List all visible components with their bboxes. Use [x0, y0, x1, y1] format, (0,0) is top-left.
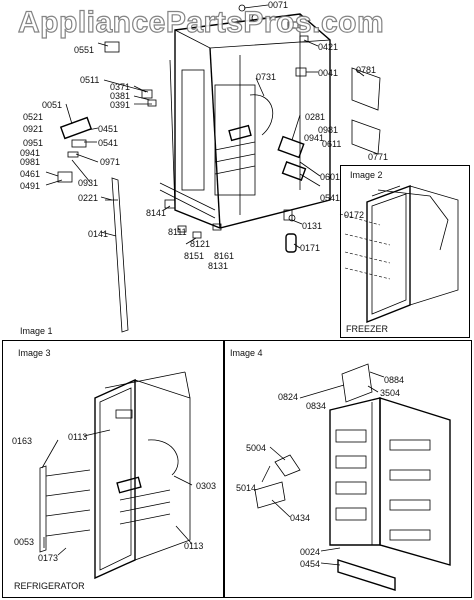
part-label: 0281 [305, 112, 326, 122]
part-label: 0491 [20, 181, 41, 191]
part-label: 0171 [300, 243, 321, 253]
part-label: 0834 [306, 401, 327, 411]
image2-frame [340, 165, 470, 338]
bottom-hardware-drawing [164, 199, 297, 253]
part-label: 0981 [318, 125, 339, 135]
part-label: 0541 [320, 193, 341, 203]
cabinet-body-drawing [159, 13, 331, 229]
part-label: 0601 [320, 172, 341, 182]
part-label: 0971 [100, 157, 121, 167]
part-label: 0173 [38, 553, 59, 563]
part-label: 8151 [184, 251, 205, 261]
part-label: 0421 [318, 42, 339, 52]
part-label: 0771 [368, 152, 389, 162]
part-label: 0303 [196, 481, 217, 491]
image1-caption: Image 1 [20, 326, 53, 336]
refrigerator-side-panel-drawing [39, 465, 91, 553]
left-side-panel-drawing [105, 177, 129, 333]
part-label: 0521 [23, 112, 44, 122]
part-label: 8141 [146, 208, 167, 218]
part-label: 5014 [236, 483, 257, 493]
part-label: 0611 [322, 139, 342, 149]
part-label: 8131 [208, 261, 229, 271]
part-label: 0781 [356, 65, 377, 75]
freezer-section-label: FREEZER [346, 324, 389, 334]
part-label: 0071 [268, 0, 289, 10]
part-label: 0511 [80, 75, 100, 85]
part-label: 0731 [256, 72, 277, 82]
part-label: 0113 [184, 541, 204, 551]
part-label: 0461 [20, 169, 41, 179]
freezer-door-drawing [339, 184, 459, 324]
part-label: 8111 [168, 227, 187, 237]
part-label: 0163 [12, 436, 33, 446]
image3-leader-lines [41, 429, 193, 556]
part-label: 0371 [110, 82, 131, 92]
image3-caption: Image 3 [18, 348, 51, 358]
image4-caption: Image 4 [230, 348, 263, 358]
part-label: 0051 [42, 100, 63, 110]
image1-leader-lines [45, 4, 365, 249]
refrigerator-section-label: REFRIGERATOR [14, 581, 85, 591]
part-label: 0454 [300, 559, 321, 569]
refrigerator-door-drawing [94, 371, 191, 580]
part-label: 0172 [344, 210, 365, 220]
part-label: 0053 [14, 537, 35, 547]
part-label: 0024 [300, 547, 321, 557]
part-label: 0981 [20, 157, 41, 167]
part-label: 0951 [23, 138, 44, 148]
image3-frame [2, 340, 224, 598]
part-label: 0131 [302, 221, 323, 231]
side-by-side-fridge-drawing [254, 363, 451, 591]
part-label: 0921 [23, 124, 44, 134]
watermark-text: AppliancePartsPros.com [17, 5, 385, 39]
part-label: 0824 [278, 392, 299, 402]
top-hardware-drawing [238, 4, 381, 181]
part-label: 8161 [214, 251, 235, 261]
part-label: 0884 [384, 375, 405, 385]
part-label: 0931 [78, 178, 99, 188]
part-label: 0551 [74, 45, 95, 55]
image4-frame [224, 340, 472, 598]
part-label: 8121 [190, 239, 211, 249]
part-label: 0451 [98, 124, 119, 134]
image2-caption: Image 2 [350, 170, 383, 180]
part-label: 0541 [98, 138, 119, 148]
part-label: 0941 [304, 133, 325, 143]
image4-leader-lines [261, 371, 385, 566]
part-label: 3504 [380, 388, 401, 398]
part-label: 0941 [20, 148, 41, 158]
part-label: 0391 [110, 100, 131, 110]
part-label: 5004 [246, 443, 267, 453]
hinge-assembly-drawing [57, 41, 157, 183]
part-label: 0434 [290, 513, 311, 523]
part-label: 0041 [318, 68, 339, 78]
part-label: 0141 [88, 229, 109, 239]
part-label: 0113 [68, 432, 88, 442]
part-label: 0221 [78, 193, 99, 203]
part-label: 0381 [110, 91, 131, 101]
